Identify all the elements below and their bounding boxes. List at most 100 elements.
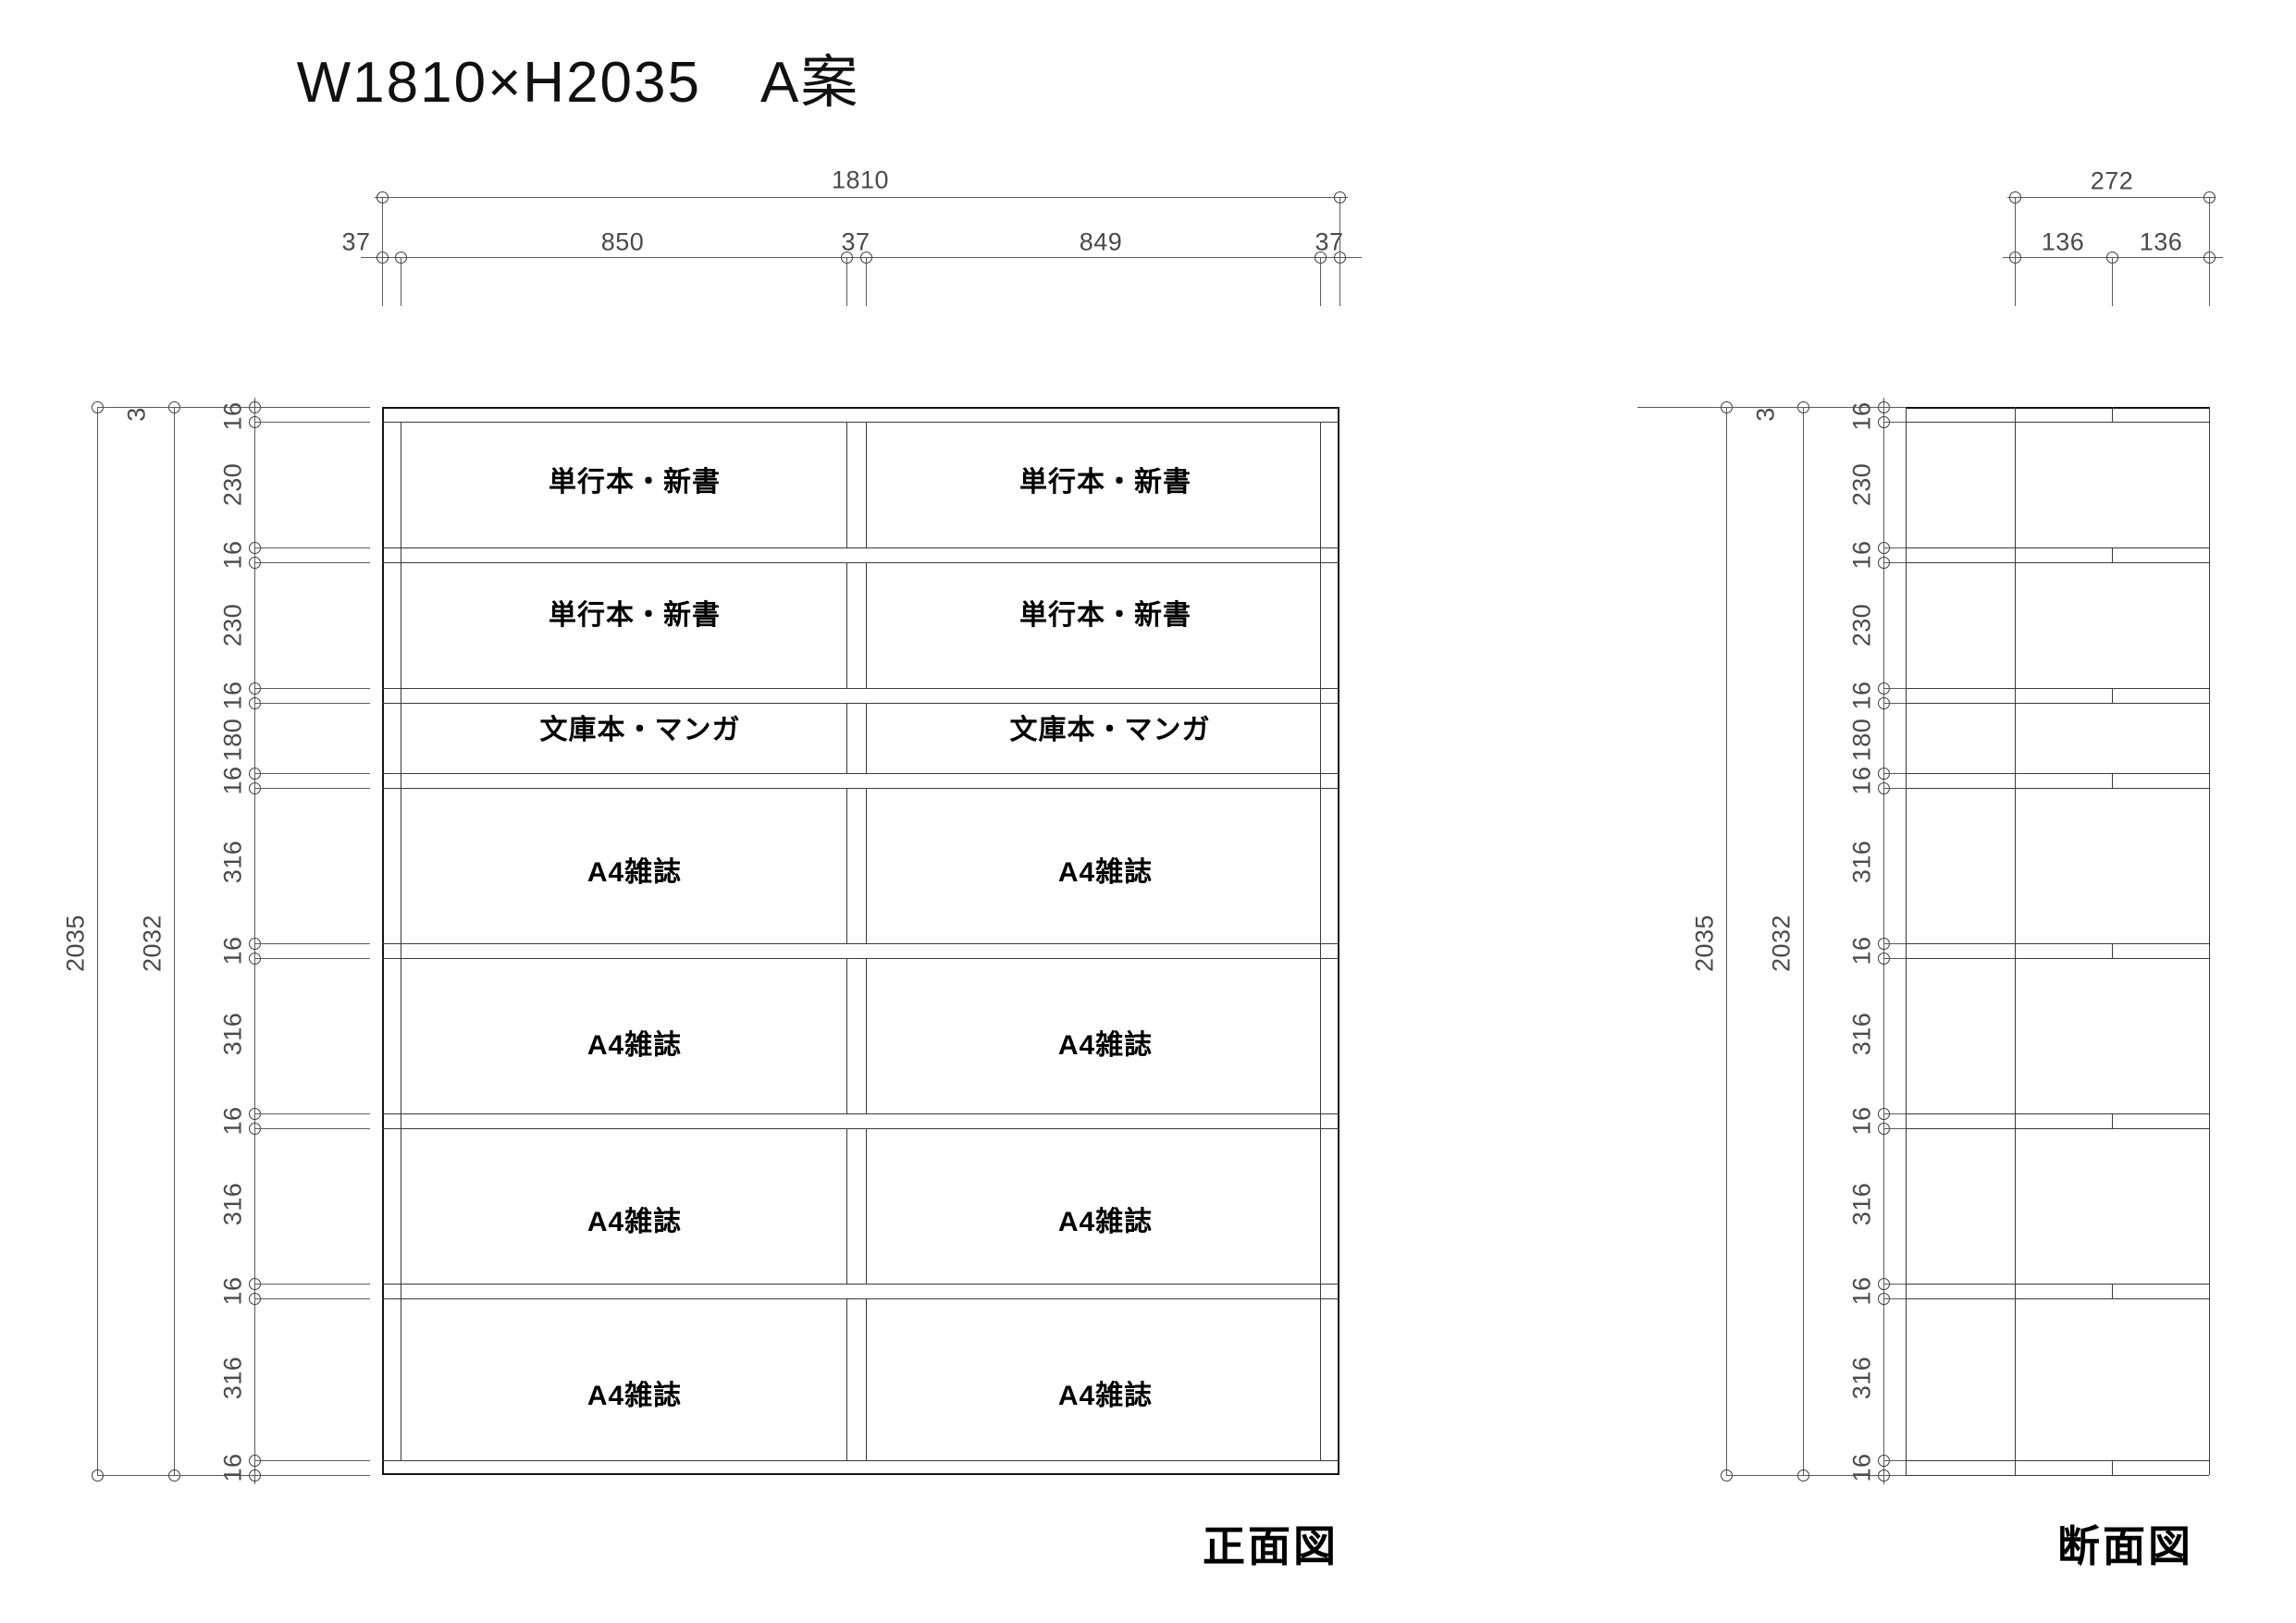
section-shelf-edge (2015, 562, 2209, 563)
dim-height-seg-3: 16 (1847, 540, 1876, 570)
dim-height-seg-14: 316 (218, 1356, 247, 1400)
dim-depth-seg-1: 136 (2041, 227, 2085, 256)
ext-line (2112, 257, 2113, 306)
section-shelf-edge (1906, 943, 2015, 944)
shelf-edge-bottom (382, 1128, 1339, 1129)
leader-line (254, 943, 370, 944)
section-shelf-edge (1906, 1284, 2015, 1285)
shelf-edge-top (382, 547, 1339, 548)
ext-line (2015, 197, 2016, 306)
section-depth-tick (2112, 1284, 2113, 1298)
section-bottom-edge (1906, 1475, 2209, 1476)
center-divider-left (846, 562, 847, 688)
section-shelf-edge (1906, 688, 2015, 689)
dim-overall-depth: 272 (2090, 166, 2134, 195)
shelf-edge-top (382, 773, 1339, 774)
shelf-label: A4雑誌 (586, 1207, 683, 1237)
leader-line (97, 1475, 259, 1476)
dim-height-seg-8: 316 (1847, 840, 1876, 884)
center-divider-left (846, 422, 847, 547)
dim-line-inner-height (174, 407, 175, 1475)
cabinet-bottom-outer-edge (382, 1473, 1339, 1475)
center-divider-right (866, 562, 867, 688)
shelf-label: A4雑誌 (586, 857, 683, 888)
dim-height-seg-11: 16 (218, 1106, 247, 1136)
dim-height-seg-12: 316 (1847, 1182, 1876, 1226)
section-left-inner-edge (2015, 407, 2016, 1475)
dim-top-offset: 3 (122, 407, 151, 422)
front-view-caption: 正面図 (1203, 1522, 1339, 1570)
section-top-outer-edge (1906, 407, 2209, 409)
dim-line-inner-height (1803, 407, 1804, 1475)
section-shelf-edge (2015, 788, 2209, 789)
leader-line (254, 773, 370, 774)
dim-overall-width: 1810 (831, 166, 890, 194)
section-shelf-edge (1906, 1113, 2015, 1114)
section-shelf-edge (2015, 703, 2209, 704)
center-divider-right (866, 958, 867, 1113)
cabinet-right-outer-edge (1338, 407, 1339, 1475)
dim-line-overall-height (1726, 407, 1727, 1475)
leader-line (254, 1475, 370, 1476)
section-shelf-edge (1906, 1128, 2015, 1129)
center-divider-right (866, 788, 867, 943)
dim-overall-height: 2035 (61, 914, 90, 973)
shelf-label: 単行本・新書 (549, 467, 721, 498)
section-depth-tick (2112, 688, 2113, 703)
dim-height-seg-10: 316 (218, 1012, 247, 1056)
section-depth-tick (2112, 407, 2113, 422)
leader-line (254, 1460, 370, 1461)
shelf-edge-bottom (382, 958, 1339, 959)
leader-line (254, 562, 370, 563)
shelf-label: A4雑誌 (1057, 1207, 1154, 1237)
section-depth-tick (2112, 773, 2113, 788)
section-shelf-edge (1906, 547, 2015, 548)
dim-top-offset: 3 (1751, 407, 1780, 422)
section-shelf-edge (1906, 773, 2015, 774)
leader-line (254, 958, 370, 959)
section-shelf-edge (1906, 422, 2015, 423)
shelf-label: 単行本・新書 (1019, 467, 1191, 498)
shelf-label: A4雑誌 (1057, 1030, 1154, 1061)
section-depth-tick (2112, 1460, 2113, 1475)
shelf-label: 単行本・新書 (549, 600, 721, 631)
leader-line (254, 1128, 370, 1129)
ext-line (2209, 197, 2210, 306)
center-divider-left (846, 703, 847, 773)
shelf-edge-top (382, 1284, 1339, 1285)
leader-line (254, 703, 370, 704)
dim-height-seg-15: 16 (218, 1453, 247, 1482)
shelf-edge-bottom (382, 703, 1339, 704)
dim-width-seg-4: 849 (1079, 227, 1123, 256)
dim-inner-height: 2032 (138, 914, 167, 973)
section-shelf-edge (2015, 958, 2209, 959)
section-right-outer-edge (2209, 407, 2210, 1475)
center-divider-left (846, 1128, 847, 1284)
dim-width-seg-5: 37 (1315, 227, 1344, 256)
shelf-label: 文庫本・マンガ (539, 715, 741, 745)
dim-inner-height: 2032 (1767, 914, 1796, 973)
section-depth-tick (2112, 1113, 2113, 1128)
cabinet-top-inner-edge (382, 422, 1339, 423)
section-shelf-edge (2015, 1128, 2209, 1129)
center-divider-left (846, 788, 847, 943)
dim-line-overall-width (375, 197, 1348, 198)
dim-depth-seg-2: 136 (2139, 227, 2183, 256)
center-divider-left (846, 1298, 847, 1460)
dim-height-seg-9: 16 (218, 936, 247, 965)
dim-height-seg-3: 16 (218, 540, 247, 570)
ext-line (866, 257, 867, 306)
dim-height-seg-7: 16 (1847, 766, 1876, 795)
dim-height-seg-2: 230 (218, 462, 247, 507)
shelf-edge-top (382, 1113, 1339, 1114)
leader-line (1637, 407, 1889, 408)
dim-height-seg-13: 16 (218, 1276, 247, 1306)
leader-line (1726, 1475, 1889, 1476)
page-title: W1810×H2035 A案 (296, 51, 860, 115)
cabinet-right-inner-edge (1320, 422, 1321, 1460)
section-shelf-edge (1906, 562, 2015, 563)
section-shelf-edge (1906, 1460, 2015, 1461)
dim-height-seg-4: 230 (218, 603, 247, 647)
dim-height-seg-6: 180 (218, 718, 247, 762)
